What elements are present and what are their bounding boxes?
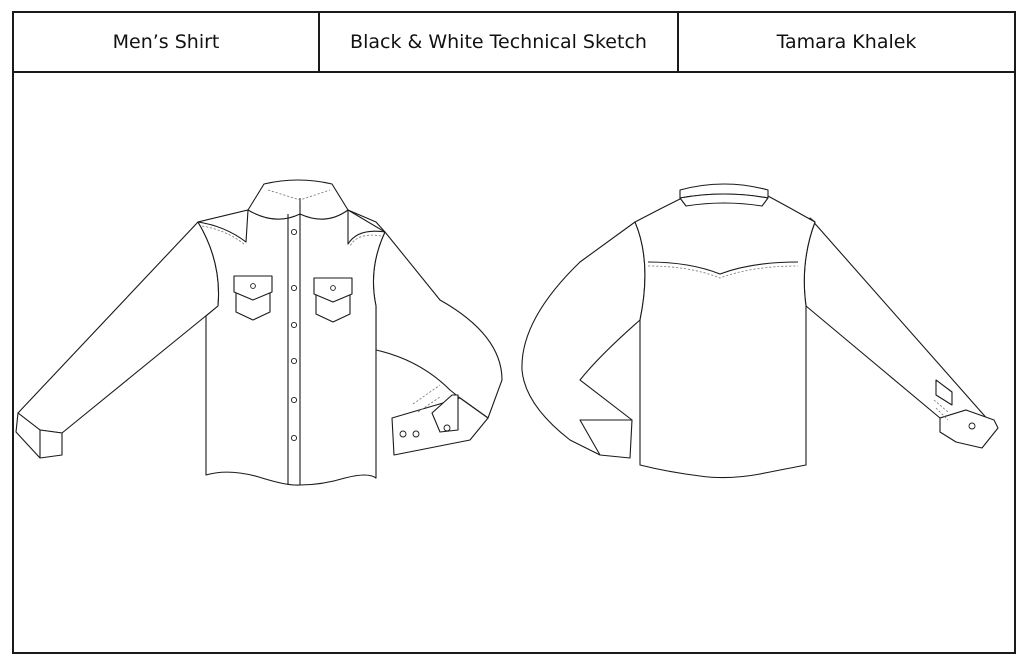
title-block: Men’s Shirt Black & White Technical Sket… <box>14 13 1014 73</box>
front-right-sleeve <box>372 231 503 419</box>
front-view-shirt <box>15 179 503 486</box>
back-right-cuff <box>939 409 999 449</box>
front-collar <box>247 179 349 220</box>
back-view-shirt <box>521 183 999 479</box>
front-body <box>197 191 386 486</box>
back-yoke-seam <box>647 261 799 275</box>
front-right-placket <box>431 394 459 433</box>
front-right-pocket <box>313 277 353 323</box>
garment-name: Men’s Shirt <box>14 13 320 71</box>
front-right-yoke <box>347 209 386 245</box>
front-left-yoke <box>197 209 249 243</box>
back-left-cuff <box>579 419 633 459</box>
front-left-pocket <box>233 275 273 321</box>
sheet-type: Black & White Technical Sketch <box>320 13 679 71</box>
front-placket <box>287 214 301 485</box>
spec-sheet-frame: Men’s Shirt Black & White Technical Sket… <box>12 11 1016 654</box>
back-right-placket <box>935 379 953 406</box>
front-left-sleeve <box>17 221 220 434</box>
designer-name: Tamara Khalek <box>776 31 917 53</box>
back-right-sleeve <box>803 217 991 423</box>
back-body <box>634 195 816 479</box>
